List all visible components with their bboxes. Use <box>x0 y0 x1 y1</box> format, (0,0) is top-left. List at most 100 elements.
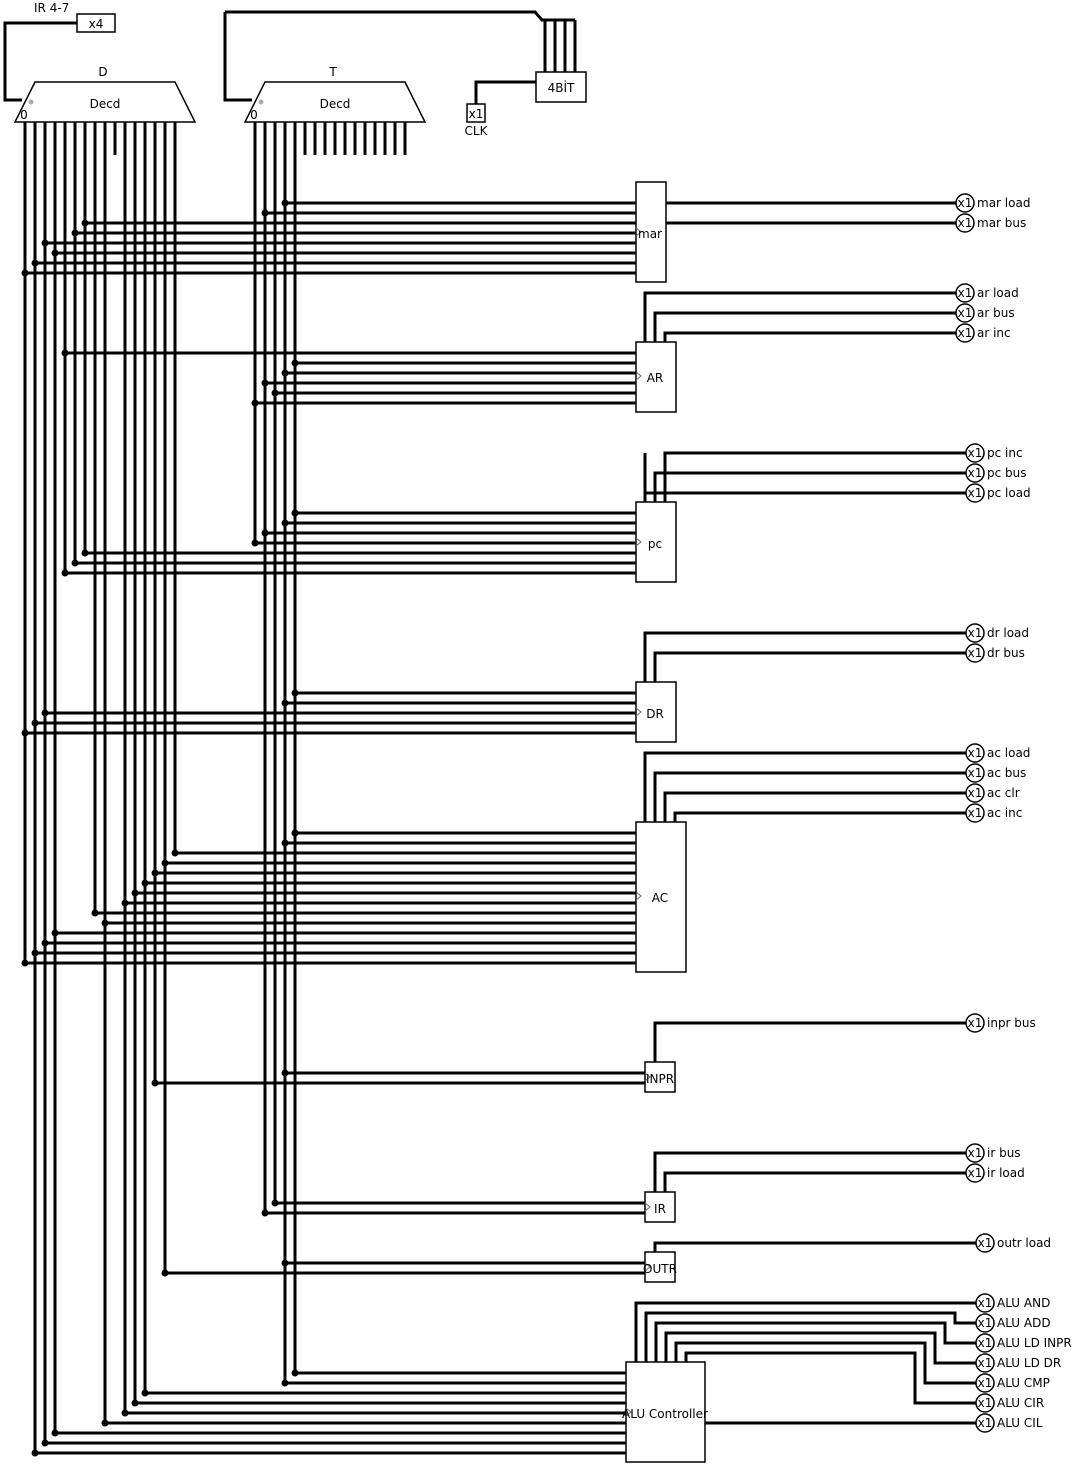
register-pc[interactable] <box>635 501 677 583</box>
pin-circle[interactable] <box>965 743 985 763</box>
clk-pin[interactable] <box>466 103 486 123</box>
junction-dot <box>51 249 59 257</box>
pin-label: ir load <box>987 1166 1025 1180</box>
ir-pin-label: IR 4-7 <box>34 1 69 15</box>
wire-pc-inc <box>663 451 966 502</box>
register-label-ac: AC <box>652 891 668 905</box>
pin-circle[interactable] <box>975 1313 995 1333</box>
pin-label: ir bus <box>987 1146 1021 1160</box>
pin-circle[interactable] <box>955 213 975 233</box>
pin-circle[interactable] <box>965 803 985 823</box>
pin-circle[interactable] <box>965 1163 985 1183</box>
register-ac[interactable] <box>635 821 687 973</box>
junction-dot <box>291 829 299 837</box>
junction-dot <box>81 219 89 227</box>
pin-circle[interactable] <box>975 1293 995 1313</box>
pin-circle[interactable] <box>975 1233 995 1253</box>
pin-circle[interactable] <box>965 483 985 503</box>
wire-ar-load <box>643 291 956 342</box>
junction-dot <box>171 849 179 857</box>
register-label-mar: mar <box>638 227 662 241</box>
pin-value: x1 <box>968 646 983 660</box>
junction-dot <box>41 239 49 247</box>
pin-circle[interactable] <box>965 643 985 663</box>
pin-value: x1 <box>968 766 983 780</box>
pin-value: x1 <box>978 1296 993 1310</box>
clk-value: x1 <box>469 107 484 121</box>
pin-circle[interactable] <box>965 623 985 643</box>
pin-circle[interactable] <box>965 783 985 803</box>
pin-circle[interactable] <box>965 1143 985 1163</box>
pin-label: ac bus <box>987 766 1026 780</box>
pin-value: x1 <box>958 306 973 320</box>
wire-outr-load <box>653 1241 976 1252</box>
pin-circle[interactable] <box>965 443 985 463</box>
decoder-d[interactable] <box>13 81 197 123</box>
pin-circle[interactable] <box>965 463 985 483</box>
pin-label: ALU LD DR <box>997 1356 1061 1370</box>
pin-circle[interactable] <box>975 1413 995 1433</box>
clock-input-icon <box>635 227 642 237</box>
pin-value: x1 <box>978 1376 993 1390</box>
pin-circle[interactable] <box>975 1373 995 1393</box>
pin-circle[interactable] <box>955 283 975 303</box>
register-ar[interactable] <box>635 341 677 413</box>
pin-value: x1 <box>968 1166 983 1180</box>
junction-dot <box>51 1429 59 1437</box>
wire-inpr-bus <box>653 1021 966 1062</box>
junction-dot <box>281 1379 289 1387</box>
pin-value: x1 <box>978 1236 993 1250</box>
pin-circle[interactable] <box>975 1393 995 1413</box>
pin-label: inpr bus <box>987 1016 1036 1030</box>
output-pin-ac-bus[interactable]: x1 ac bus <box>965 763 1026 783</box>
pin-circle[interactable] <box>965 1013 985 1033</box>
wire-ir-bus <box>653 1151 966 1192</box>
pin-circle[interactable] <box>975 1353 995 1373</box>
output-pin-dr-bus[interactable]: x1 dr bus <box>965 643 1025 663</box>
decoder-t-label: T <box>328 65 337 79</box>
pin-circle[interactable] <box>955 193 975 213</box>
pin-circle[interactable] <box>955 323 975 343</box>
junction-dot <box>281 199 289 207</box>
pin-circle[interactable] <box>975 1333 995 1353</box>
pin-label: dr bus <box>987 646 1025 660</box>
decoder-t[interactable] <box>243 81 427 123</box>
register-alu[interactable] <box>625 1361 706 1463</box>
counter-4bit[interactable] <box>535 71 587 103</box>
output-pin-ir-load[interactable]: x1 ir load <box>965 1163 1025 1183</box>
pin-label: mar load <box>977 196 1030 210</box>
pin-label: ALU ADD <box>997 1316 1051 1330</box>
pin-value: x1 <box>958 326 973 340</box>
register-dr[interactable] <box>635 681 677 743</box>
ir-input-pin[interactable] <box>76 13 116 33</box>
junction-dot <box>291 1369 299 1377</box>
pin-circle[interactable] <box>965 763 985 783</box>
junction-dot <box>31 259 39 267</box>
junction-dot <box>281 1259 289 1267</box>
register-label-outr: OUTR <box>643 1262 677 1276</box>
pin-value: x1 <box>958 216 973 230</box>
pin-circle[interactable] <box>955 303 975 323</box>
